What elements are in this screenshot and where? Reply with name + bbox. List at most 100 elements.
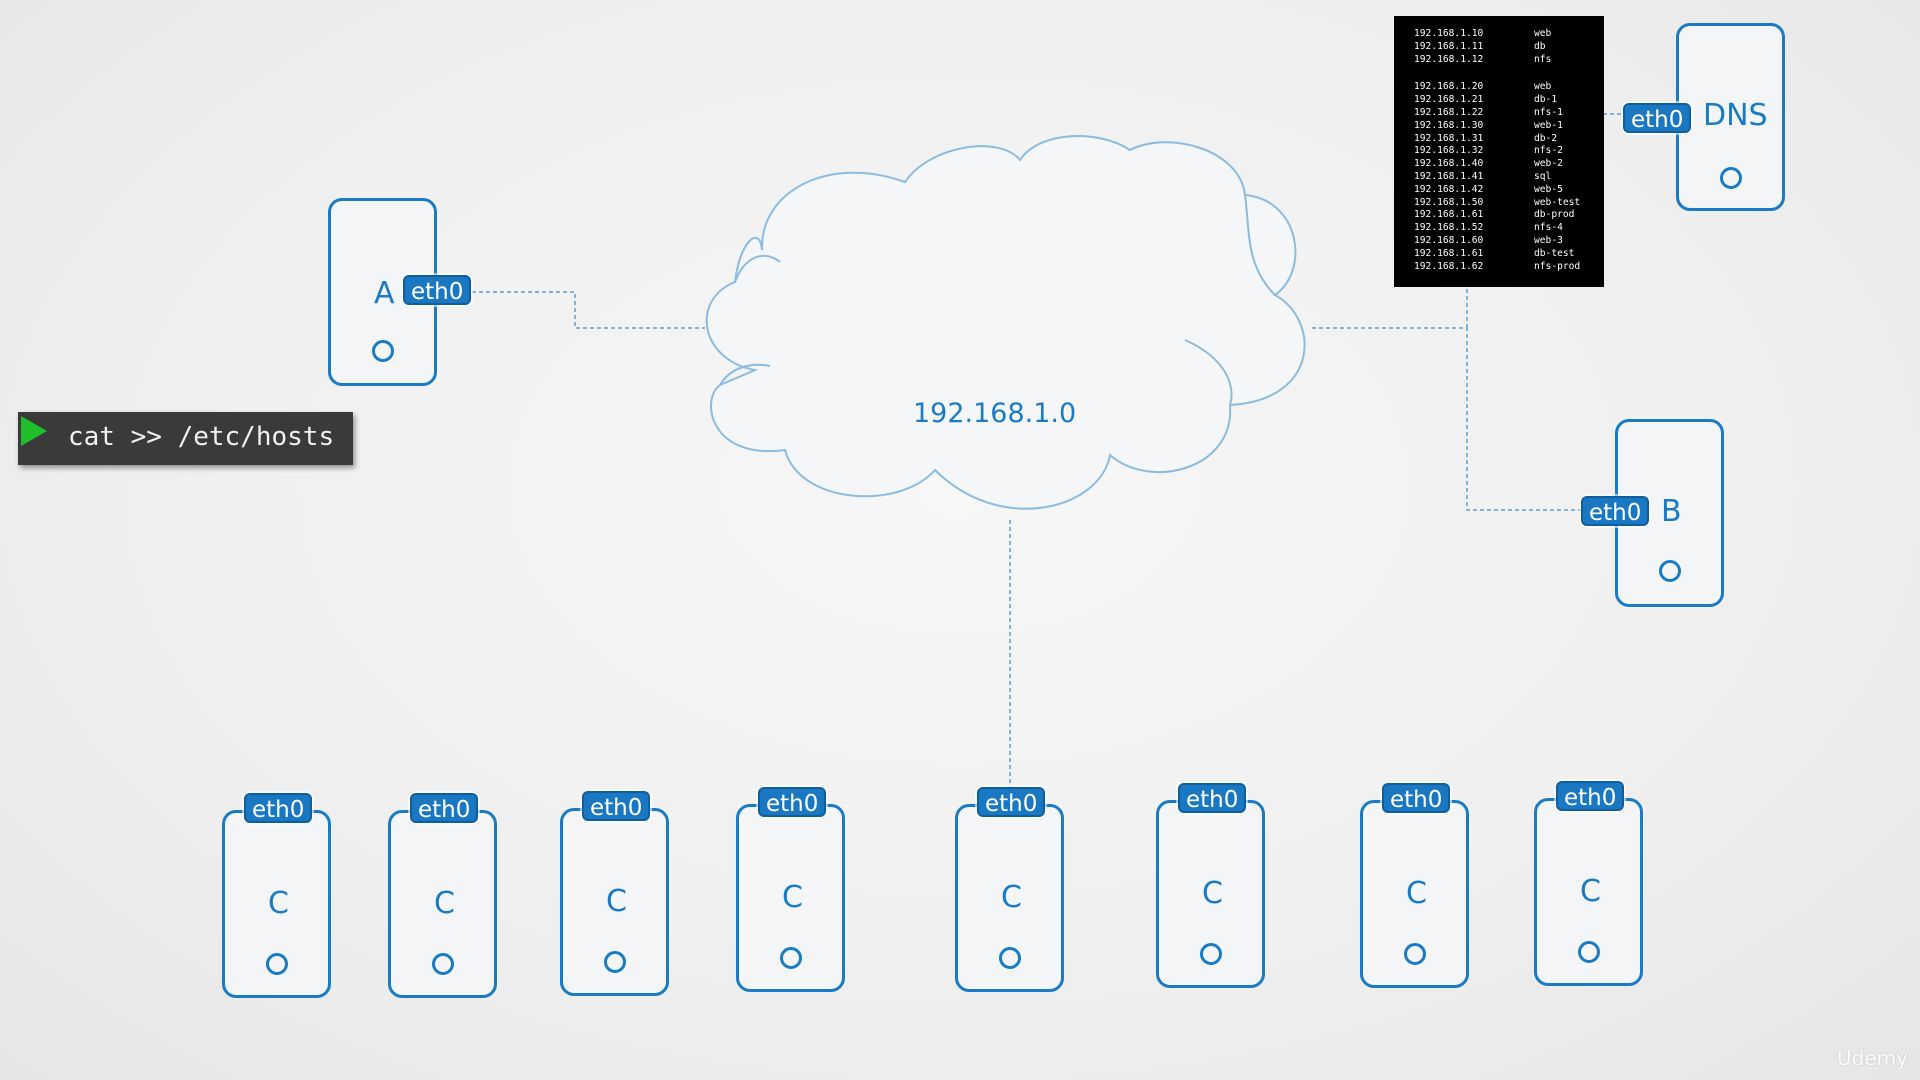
hosts-entry-ip: 192.168.1.31 [1414, 132, 1484, 144]
hosts-entry-name: db [1534, 40, 1546, 52]
device-label-dns: DNS [1703, 98, 1768, 133]
cloud-shape [705, 135, 1306, 510]
hosts-entry: 192.168.1.11 db [1414, 41, 1604, 54]
device-c: C [560, 808, 669, 996]
device-label: A [374, 276, 395, 311]
cloud-inner-curve [734, 254, 781, 283]
hosts-entry-ip: 192.168.1.32 [1414, 145, 1484, 157]
cloud-inner-curve [1184, 339, 1233, 406]
hosts-entry: 192.168.1.42 web-5 [1414, 184, 1604, 197]
hosts-entry-ip: 192.168.1.11 [1414, 40, 1484, 52]
power-button-icon [1659, 560, 1681, 582]
hosts-entry-ip: 192.168.1.61 [1414, 247, 1484, 259]
eth0-badge-a: eth0 [403, 275, 472, 305]
wire-a [472, 291, 705, 329]
device-c: C [388, 810, 497, 998]
hosts-entry: 192.168.1.61 db-prod [1414, 209, 1604, 222]
hosts-entry: 192.168.1.52 nfs-4 [1414, 222, 1604, 235]
power-button-icon [999, 947, 1021, 969]
device-c: C [955, 804, 1064, 992]
hosts-spacer [1414, 66, 1604, 81]
hosts-entry-name: web-3 [1534, 234, 1563, 246]
hosts-entry: 192.168.1.20 web [1414, 81, 1604, 94]
hosts-entry-name: db-prod [1534, 209, 1575, 221]
device-label: C [1202, 876, 1223, 911]
eth0-badge-c: eth0 [582, 791, 651, 821]
eth0-badge-c: eth0 [1556, 781, 1625, 811]
hosts-entry-ip: 192.168.1.62 [1414, 260, 1484, 272]
eth0-badge-dns: eth0 [1623, 103, 1692, 133]
hosts-entry-ip: 192.168.1.10 [1414, 28, 1484, 39]
network-label: 192.168.1.0 [913, 398, 1077, 429]
power-button-icon [780, 947, 802, 969]
eth0-badge-c: eth0 [1382, 783, 1451, 813]
hosts-entry-name: web-1 [1534, 119, 1563, 131]
hosts-entry-ip: 192.168.1.42 [1414, 183, 1484, 195]
hosts-entry-ip: 192.168.1.41 [1414, 170, 1484, 182]
terminal-command-banner: cat >> /etc/hosts [18, 412, 353, 465]
hosts-entry: 192.168.1.12 nfs [1414, 54, 1604, 67]
power-button-icon [372, 340, 394, 362]
device-c: C [1534, 798, 1643, 986]
hosts-entry-name: db-1 [1534, 94, 1558, 106]
hosts-entry-name: web-test [1534, 196, 1581, 208]
device-c: C [736, 804, 845, 992]
cloud-inner-curve [719, 363, 771, 386]
power-button-icon [1404, 943, 1426, 965]
udemy-watermark: Udemy [1837, 1046, 1908, 1070]
device-label: C [1580, 874, 1601, 909]
hosts-entry-name: db-test [1534, 247, 1575, 259]
eth0-badge-c: eth0 [1178, 783, 1247, 813]
power-button-icon [604, 951, 626, 973]
hosts-entry-name: web [1534, 81, 1552, 93]
hosts-entry-name: nfs-2 [1534, 145, 1563, 157]
hosts-entry-ip: 192.168.1.50 [1414, 196, 1484, 208]
device-label: C [606, 884, 627, 919]
hosts-entry-name: nfs-4 [1534, 222, 1563, 234]
hosts-entry-ip: 192.168.1.20 [1414, 81, 1484, 93]
cloud-inner-curve [1244, 194, 1276, 296]
eth0-badge-c: eth0 [244, 793, 313, 823]
hosts-entry-name: web-2 [1534, 158, 1563, 170]
device-label: C [434, 886, 455, 921]
eth0-badge-b: eth0 [1581, 496, 1650, 526]
power-button-icon [1720, 167, 1742, 189]
hosts-entry: 192.168.1.22 nfs-1 [1414, 107, 1604, 120]
hosts-entry: 192.168.1.30 web-1 [1414, 120, 1604, 133]
hosts-entry: 192.168.1.32 nfs-2 [1414, 145, 1604, 158]
wire-right-trunk [1312, 327, 1582, 511]
hosts-entry-name: sql [1534, 170, 1552, 182]
hosts-entry-ip: 192.168.1.60 [1414, 234, 1484, 246]
hosts-entry-ip: 192.168.1.21 [1414, 94, 1484, 106]
hosts-entry-ip: 192.168.1.12 [1414, 53, 1484, 65]
eth0-badge-c: eth0 [977, 787, 1046, 817]
power-button-icon [1578, 941, 1600, 963]
eth0-badge-c: eth0 [410, 793, 479, 823]
hosts-entry-name: nfs [1534, 53, 1552, 65]
play-icon [21, 416, 47, 446]
eth0-badge-c: eth0 [758, 787, 827, 817]
device-c: C [222, 810, 331, 998]
device-label: C [1001, 880, 1022, 915]
hosts-entry-ip: 192.168.1.52 [1414, 222, 1484, 234]
device-label: C [1406, 876, 1427, 911]
power-button-icon [432, 953, 454, 975]
hosts-entry-ip: 192.168.1.30 [1414, 119, 1484, 131]
device-label-b: B [1661, 494, 1682, 529]
hosts-entry-ip: 192.168.1.22 [1414, 106, 1484, 118]
hosts-entry-ip: 192.168.1.61 [1414, 209, 1484, 221]
hosts-entry: 192.168.1.50 web-test [1414, 197, 1604, 210]
power-button-icon [266, 953, 288, 975]
device-c: C [1156, 800, 1265, 988]
hosts-entry: 192.168.1.61 db-test [1414, 248, 1604, 261]
power-button-icon [1200, 943, 1222, 965]
hosts-entry-name: nfs-1 [1534, 106, 1563, 118]
hosts-entry-name: web-5 [1534, 183, 1563, 195]
device-label: C [782, 880, 803, 915]
hosts-entry: 192.168.1.60 web-3 [1414, 235, 1604, 248]
